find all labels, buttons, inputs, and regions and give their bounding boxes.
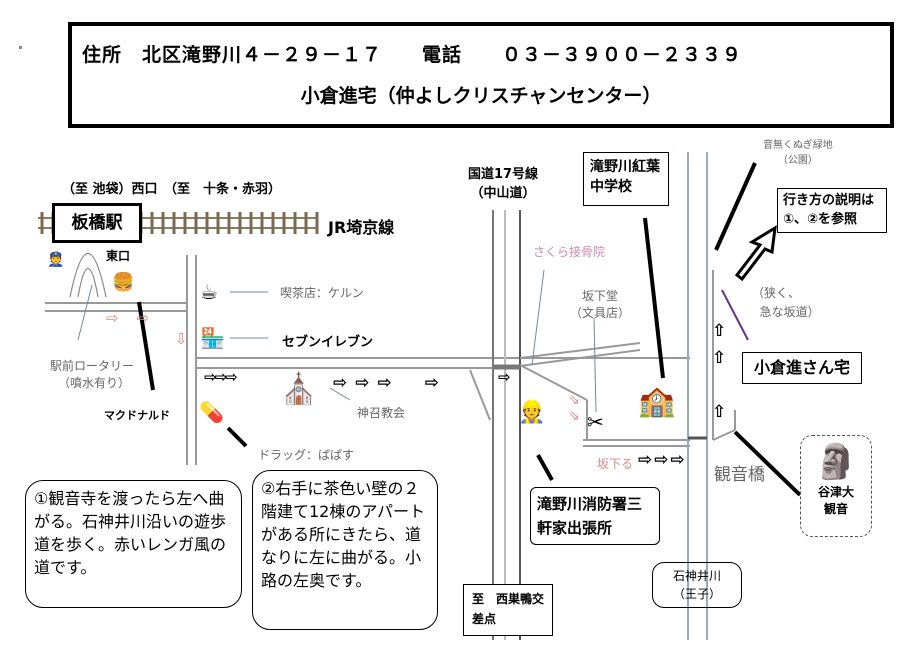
route-arrow-3: ⇨ — [498, 368, 511, 386]
burger-icon: 🍔 — [112, 272, 135, 293]
police-icon: 👮 — [47, 252, 65, 268]
store-icon: 🏪 — [200, 326, 225, 350]
church-icon: ⛪ — [280, 372, 318, 407]
up-arrows: ⇧⇧⇧ — [712, 321, 727, 422]
roads — [45, 152, 736, 640]
slope-line2: 急な坂道） — [759, 305, 820, 319]
church-label: 神召教会 — [357, 406, 406, 420]
downhill-label: 坂下る — [597, 457, 634, 471]
drugstore-label: ドラッグ：ぱぱす — [258, 448, 355, 462]
dot — [19, 46, 22, 49]
rotary-note: （噴水有り） — [58, 376, 131, 390]
guide-arrow — [734, 225, 777, 282]
river-label: 石神井川（王子） — [652, 562, 742, 608]
school-icon: 🏫 — [638, 384, 676, 419]
rotary-outer — [69, 252, 107, 298]
slope-line1: （狭く、 — [752, 286, 801, 300]
buddha-icon: 🗿 — [814, 442, 858, 482]
stationery-sub: （文具店） — [570, 306, 631, 320]
fire-station-label: 滝野川消防署三軒家出張所 — [530, 487, 660, 545]
address-line: 住所 北区滝野川４－２９－１７ 電話 ０３－３９００－２３３９ — [82, 44, 743, 66]
bridge-label: 観音橋 — [714, 465, 765, 485]
note-2: ②右手に茶色い壁の２階建て12棟のアパートがある所にきたら、道なりに左に曲がる。… — [252, 470, 438, 630]
pink-arrows: ⇨⇨ — [106, 309, 168, 327]
east-exit-label: 東口 — [106, 249, 131, 263]
sakura-label: さくら接骨院 — [533, 245, 606, 259]
coffee-icon: ☕ — [200, 280, 218, 304]
cafe-label: 喫茶店：ケルン — [280, 286, 364, 300]
slope-arrow — [721, 289, 749, 341]
park-label: 音無くぬぎ緑地 （公園） — [763, 136, 833, 166]
route-arrows-2: ⇨⇨⇨ ⇨ — [333, 373, 447, 393]
route17-sub: （中山道） — [470, 186, 536, 201]
pill-icon: 💊 — [199, 400, 224, 424]
rotary-inner — [77, 267, 99, 298]
pink-diag-arrows: ⇘⇘ — [568, 392, 580, 424]
guide-label: 行き方の説明は①、②を参照 — [777, 188, 887, 233]
daikannon-label: 谷津大観音 — [818, 485, 855, 516]
park-name: 音無くぬぎ緑地 — [763, 140, 833, 151]
convenience-label: セブンイレブン — [282, 335, 374, 350]
note-1: ①観音寺を渡ったら左へ曲がる。石神井川沿いの遊歩道を歩く。赤いレンガ風の道です。 — [25, 480, 242, 608]
mcdonalds-label: マクドナルド — [104, 409, 170, 422]
station-label: 板橋駅 — [52, 203, 142, 243]
header-box: 住所 北区滝野川４－２９－１７ 電話 ０３－３９００－２３３９ 小倉進宅（仲よし… — [68, 22, 894, 128]
pink-down-arrow: ⇩ — [175, 330, 188, 348]
route-arrows-1: ⇨⇨⇨ — [204, 368, 238, 386]
park-sub: （公園） — [777, 155, 818, 166]
directions-top: （至 池袋）西口 （至 十条・赤羽） — [62, 182, 282, 197]
scissors-icon: ✂ — [587, 410, 604, 434]
stationery-label: 坂下堂 （文具店） — [570, 288, 630, 322]
daikannon-box: 🗿 谷津大観音 — [800, 435, 872, 537]
railway-label: JR埼京線 — [328, 218, 395, 237]
slope-label: （狭く、 急な坂道） — [752, 284, 820, 322]
title-line: 小倉進宅（仲よしクリスチャンセンター） — [300, 85, 662, 107]
school-label: 滝野川紅葉中学校 — [583, 152, 669, 206]
rotary-label: 駅前ロータリー — [50, 359, 135, 373]
nishisugamo-label: 至 西巣鴨交差点 — [463, 584, 553, 636]
thin-arrows — [77, 269, 597, 413]
stationery-name: 坂下堂 — [582, 289, 619, 303]
home-label: 小倉進さん宅 — [742, 352, 862, 384]
firefighter-icon: 👷 — [518, 400, 546, 425]
route17-label: 国道17号線 （中山道） — [463, 163, 543, 201]
callout-lines — [137, 162, 802, 497]
route17-name: 国道17号線 — [467, 167, 539, 182]
downhill-arrows: ⇨⇨⇨ — [638, 450, 687, 470]
